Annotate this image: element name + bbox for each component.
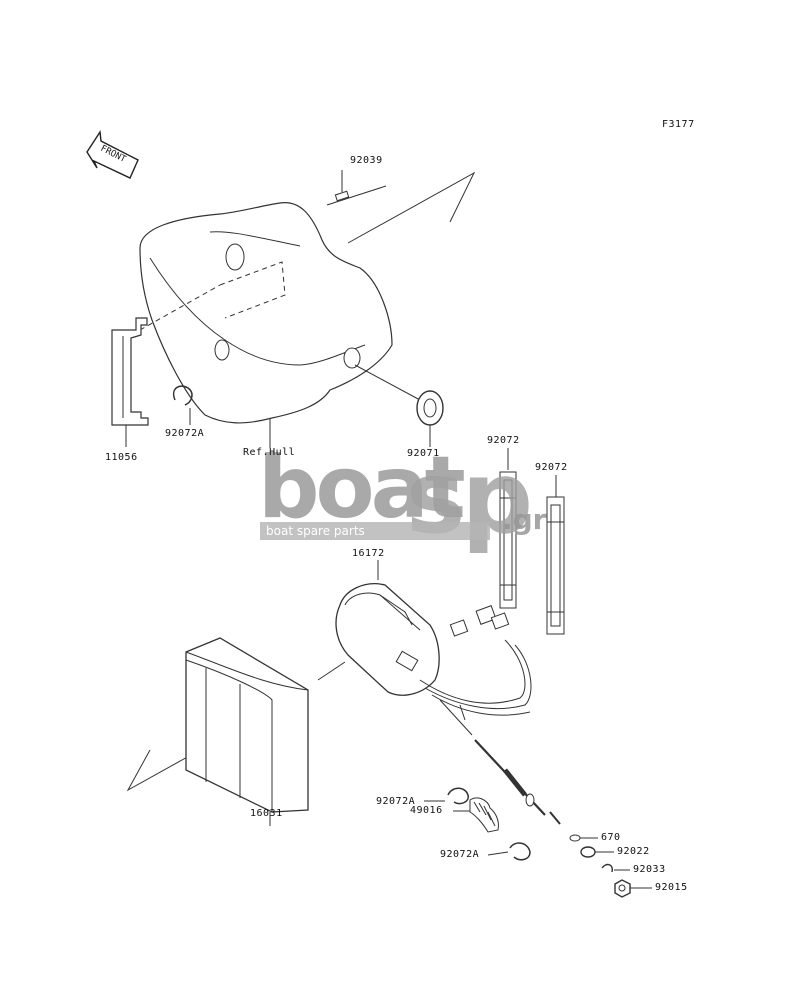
part-label-ref-hull: Ref.Hull [243, 447, 296, 458]
control-box-16172 [317, 560, 532, 736]
strap-92072-right [546, 475, 565, 635]
part-label-92015: 92015 [655, 882, 688, 893]
washer-92022 [580, 846, 614, 858]
hull-reference [139, 202, 393, 448]
part-label-92022: 92022 [617, 846, 650, 857]
watermark-domain-suffix: .gr [502, 503, 547, 536]
boot-49016 [453, 797, 499, 833]
part-label-92072A-mid: 92072A [376, 796, 416, 807]
part-label-92072-left: 92072 [487, 435, 520, 446]
front-arrow-icon: FRONT [86, 129, 139, 179]
figure-code: F3177 [662, 119, 695, 130]
part-label-670: 670 [601, 832, 621, 843]
strap-92072-left [499, 448, 517, 609]
clamp-92072A-mid [424, 787, 469, 805]
guide-line-bottom [126, 749, 201, 792]
part-label-92039: 92039 [350, 155, 383, 166]
part-label-16172: 16172 [352, 548, 385, 559]
watermark-brand-left: boat [258, 438, 466, 538]
part-label-92072A-low: 92072A [440, 849, 480, 860]
cable-assembly [474, 739, 561, 825]
clamp-92072A-top [173, 385, 193, 425]
part-label-92072A-top: 92072A [165, 428, 205, 439]
part-label-11056: 11056 [105, 452, 138, 463]
bracket-11056 [111, 317, 149, 447]
part-label-92071: 92071 [407, 448, 440, 459]
part-label-16031: 16031 [250, 808, 283, 819]
clamp-92072A-low [487, 842, 531, 861]
part-label-92072-right: 92072 [535, 462, 568, 473]
cover-16031 [185, 637, 309, 826]
guide-line-top [347, 171, 476, 244]
grommet-92071 [354, 364, 444, 447]
spring-92033 [601, 863, 630, 873]
nut-92015 [614, 879, 652, 898]
pin-92039 [326, 170, 387, 206]
part-label-49016: 49016 [410, 805, 443, 816]
cotter-670 [569, 834, 598, 842]
watermark-tagline: boat spare parts [260, 522, 490, 540]
part-label-92033: 92033 [633, 864, 666, 875]
